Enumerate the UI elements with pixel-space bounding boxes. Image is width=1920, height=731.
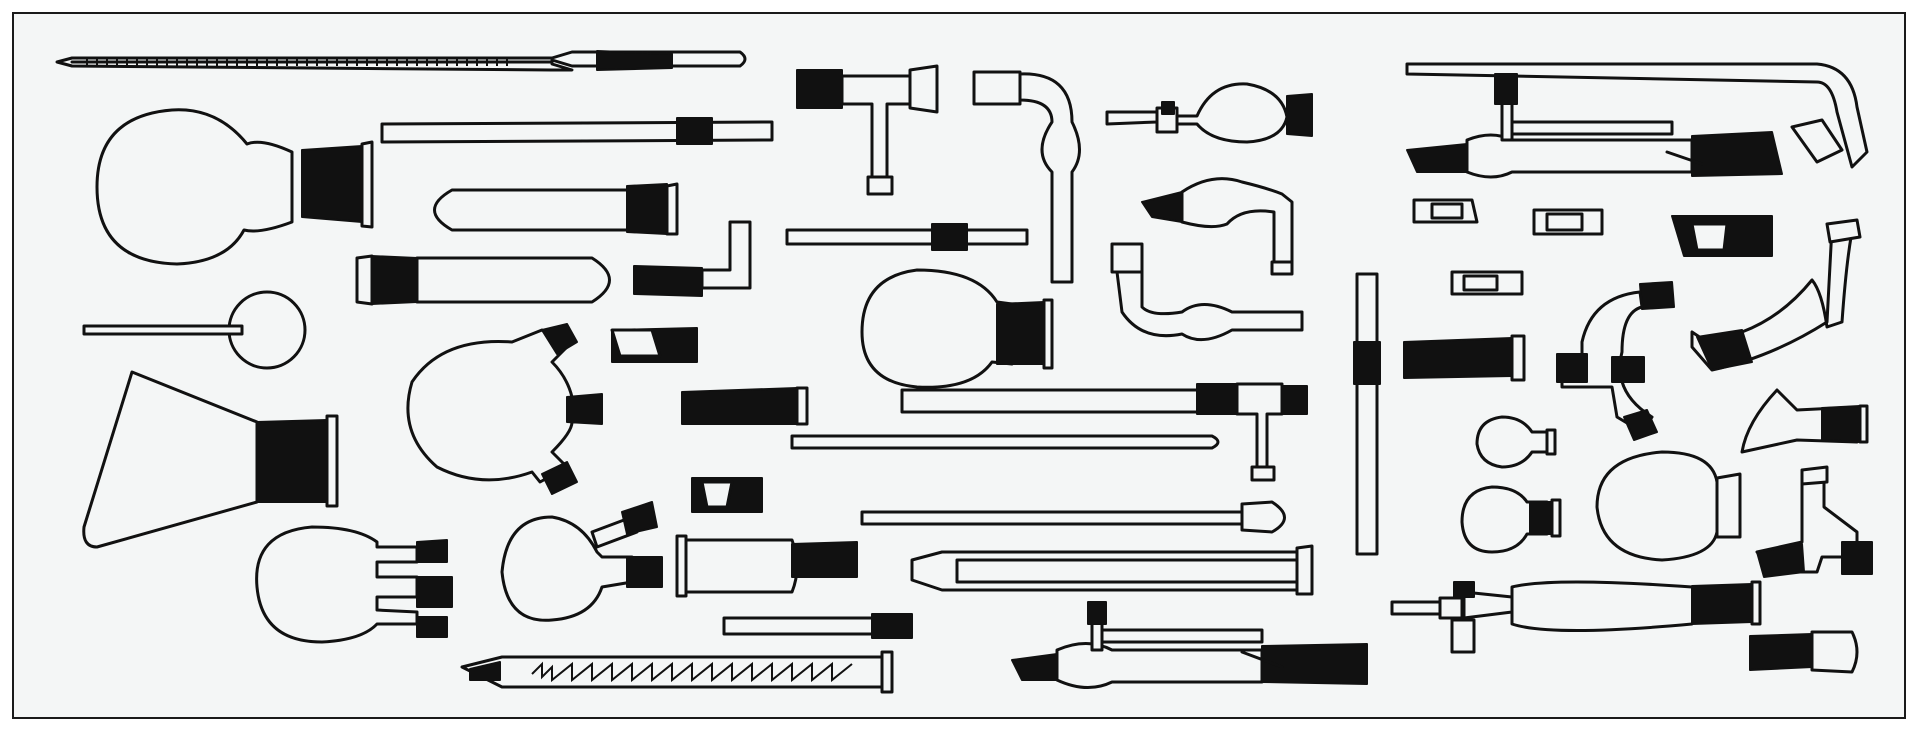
condenser-with-stopcock	[1011, 601, 1368, 689]
labware-diagram	[14, 14, 1904, 717]
pear-flask-with-stopcock	[1105, 82, 1313, 144]
glass-stoppers	[610, 327, 913, 639]
t-adapter-long	[900, 382, 1308, 482]
y-adapter	[1556, 281, 1675, 441]
drying-tube	[675, 534, 858, 598]
bent-adapter	[633, 220, 752, 297]
graduated-pipette	[55, 50, 747, 72]
round-bottom-flask-center	[860, 268, 1054, 389]
glass-adapter-tube	[380, 117, 774, 145]
liebig-condenser	[910, 544, 1314, 596]
vertical-joint-tube	[1353, 272, 1381, 556]
small-erlenmeyer	[1740, 388, 1869, 454]
three-neck-flask	[406, 323, 603, 495]
curved-adapter	[1690, 218, 1862, 372]
small-round-flask	[82, 290, 307, 370]
hollow-stopper	[1749, 630, 1859, 674]
small-pear-flasks	[1460, 415, 1562, 554]
small-stoppers	[1412, 198, 1773, 296]
elbow-bulb-adapter	[972, 70, 1081, 284]
bent-bulb-tube	[1141, 177, 1294, 276]
distillation-bend	[1110, 242, 1304, 342]
glass-rod-with-joint	[785, 223, 1029, 251]
angled-adapter	[1755, 465, 1873, 578]
test-tube-stoppered	[433, 182, 679, 236]
two-neck-flask	[500, 501, 663, 622]
spiral-condenser	[460, 650, 894, 694]
distillation-head-with-stopcock	[1405, 62, 1869, 179]
round-flask-right	[1595, 450, 1742, 562]
claisen-adapter	[255, 525, 453, 644]
receiver-stopper	[1403, 334, 1526, 382]
dropping-funnel	[1390, 580, 1762, 654]
glass-rod-thin	[790, 434, 1286, 534]
t-adapter-with-stopper	[796, 64, 939, 196]
test-tube-stoppered-long	[355, 254, 611, 306]
erlenmeyer-flask	[82, 370, 339, 549]
round-bottom-flask-large	[95, 108, 374, 266]
figure-frame	[12, 12, 1906, 719]
